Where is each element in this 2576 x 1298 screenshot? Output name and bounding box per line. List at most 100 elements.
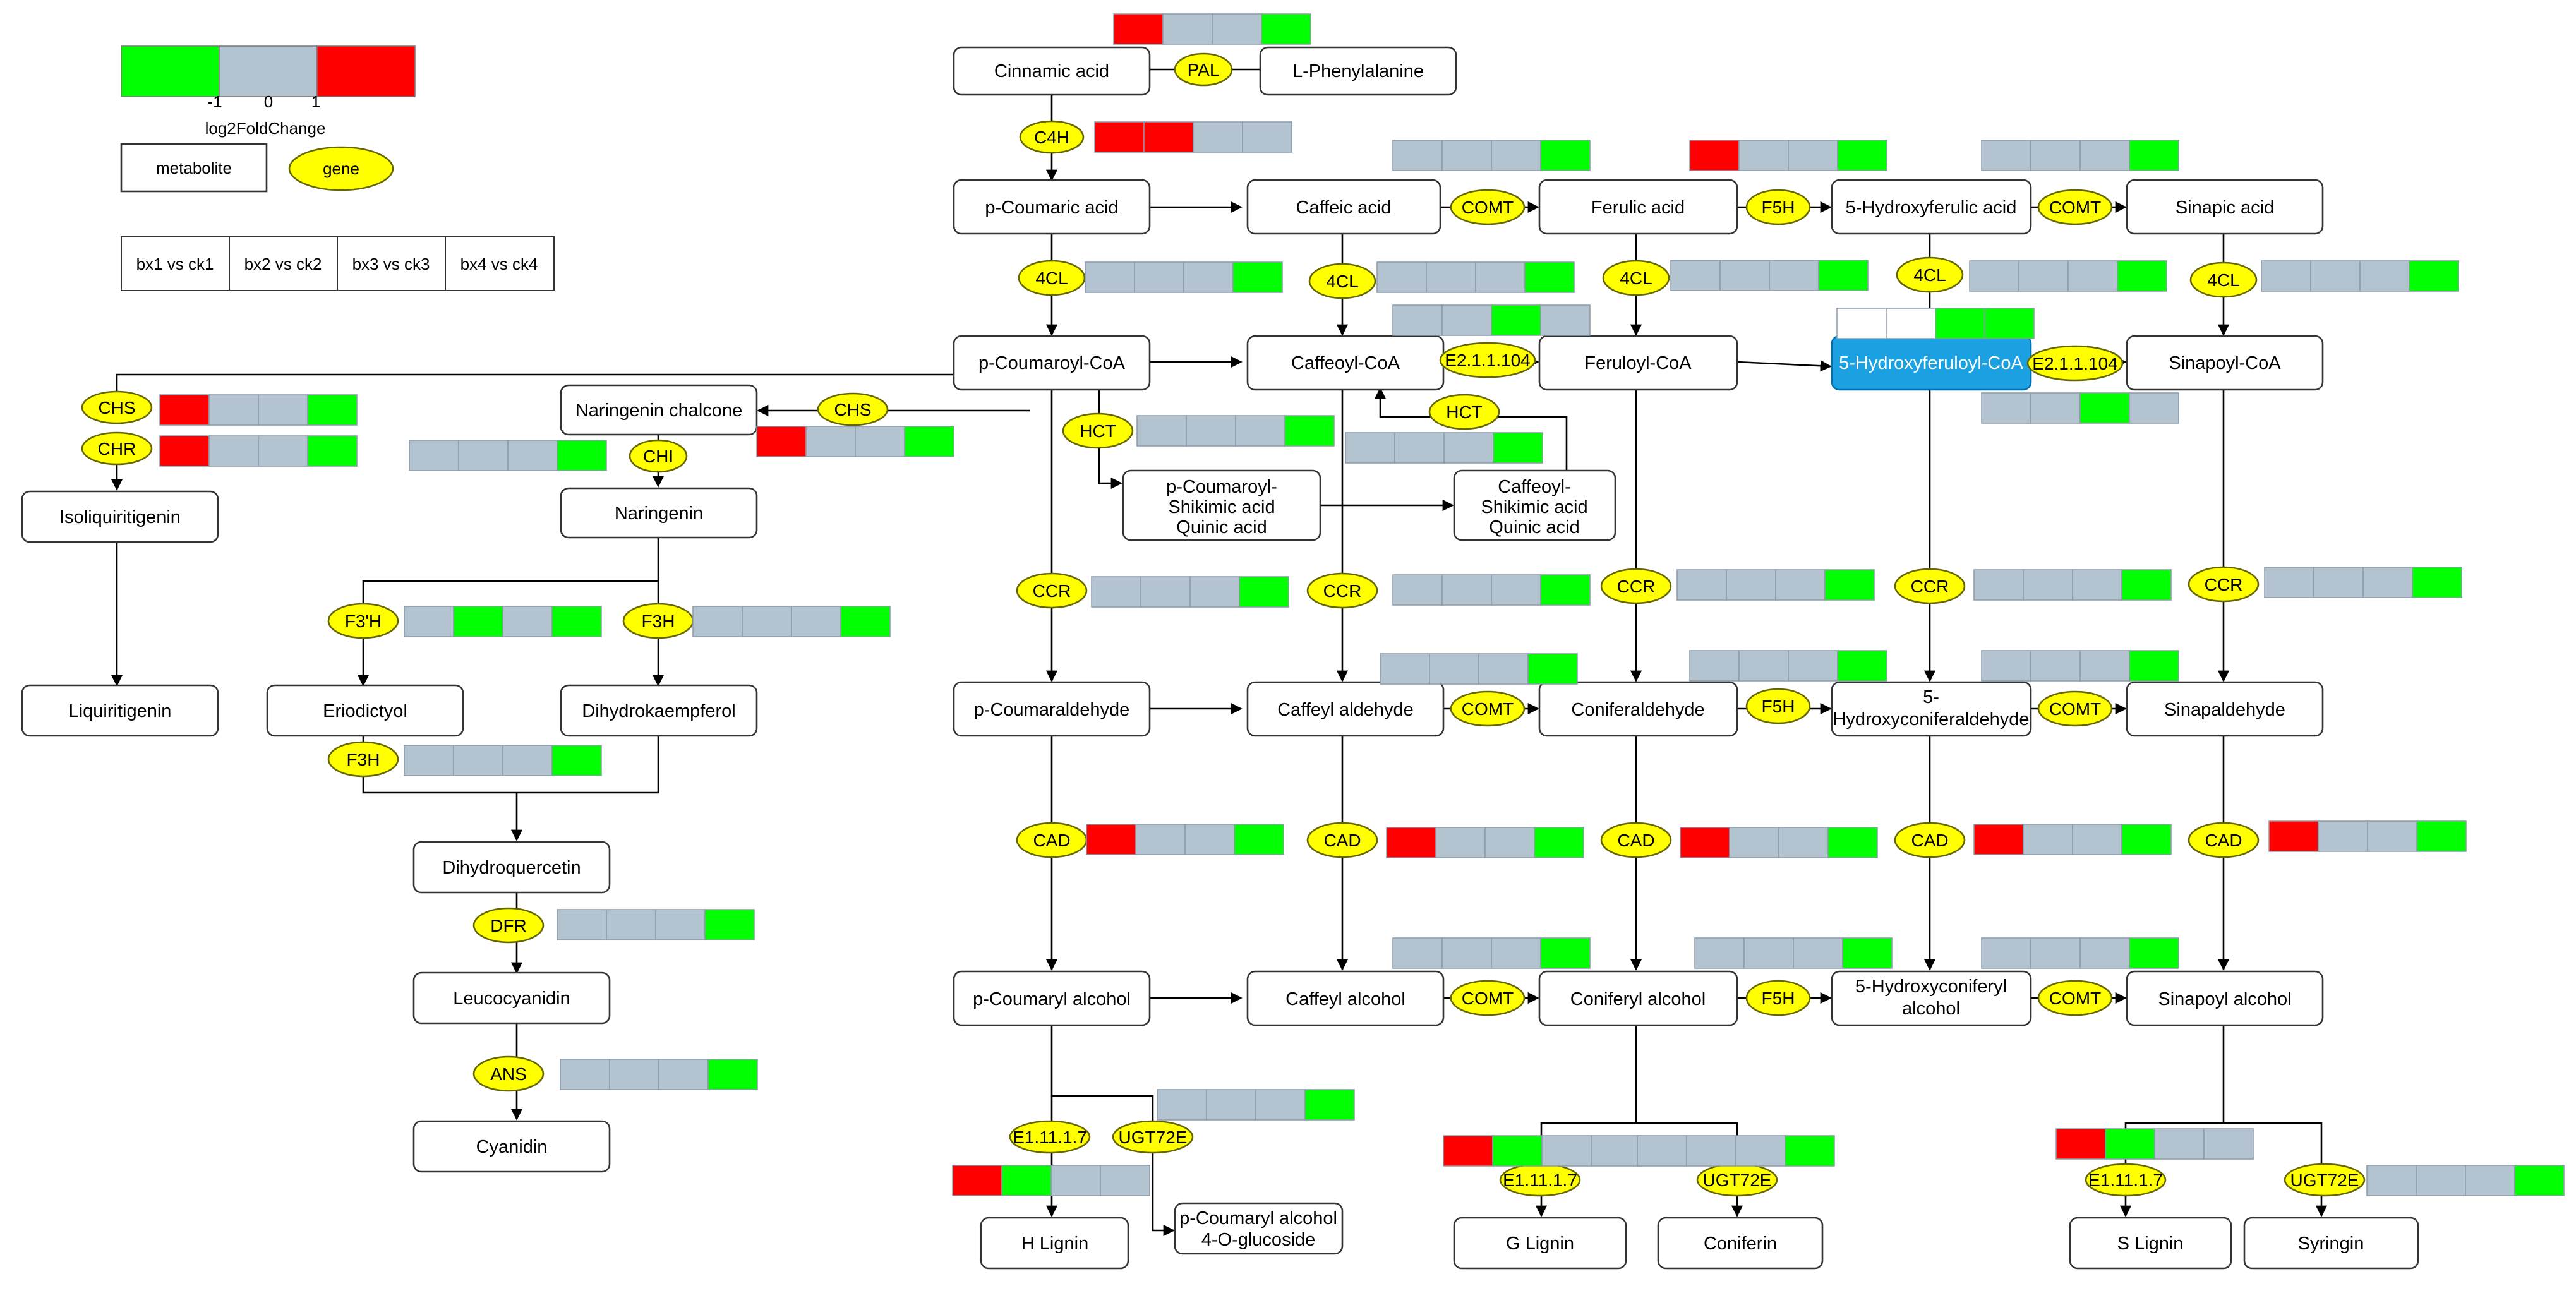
heatmap-cell-hct-2-3 [1443, 432, 1494, 464]
label-hydroxyferulic-acid: 5-Hydroxyferulic acid [1846, 198, 2017, 218]
heatmap-chi [409, 440, 607, 471]
gene-cad-3-label: CAD [1617, 831, 1654, 850]
gene-cad-2: CAD [1306, 822, 1378, 858]
heatmap-cell-cad-3-3 [1778, 827, 1829, 858]
gene-comt-ald-2: COMT [2037, 690, 2113, 727]
heatmap-cell-hct-1-1 [1136, 415, 1187, 447]
heatmap-cell-e1-s-2 [2105, 1128, 2155, 1160]
genes: PAL C4H COMT F5H COMT 4CL 4CL 4CL 4CL 4C… [81, 52, 2366, 1197]
legend-scale-neutral [219, 45, 318, 97]
heatmap-cell-e2-3-3 [2079, 392, 2130, 424]
gene-4cl-5-label: 4CL [2207, 270, 2239, 290]
heatmap-f3h-2 [404, 745, 602, 776]
gene-f5h-ald: F5H [1745, 688, 1811, 724]
heatmap-cell-ans-4 [707, 1059, 758, 1090]
heatmap-cell-e1-h-3 [1050, 1165, 1101, 1196]
heatmap-cell-comt-ald-2-1 [1981, 650, 2031, 682]
heatmap-cell-4cl-4-3 [2067, 260, 2118, 292]
heatmap-cad-2 [1386, 827, 1584, 858]
label-p-coumaryl-alcohol: p-Coumaryl alcohol [973, 989, 1131, 1009]
node-syringin [2243, 1217, 2419, 1270]
heatmap-cell-f3h-2-4 [551, 745, 602, 776]
legend-tick-pos: 1 [311, 92, 320, 111]
gene-ccr-1: CCR [1016, 572, 1088, 609]
heatmap-cell-cad-2-4 [1534, 827, 1584, 858]
heatmap-cell-4cl-2-4 [1524, 261, 1575, 293]
node-feruloyl-coa [1538, 335, 1738, 391]
gene-f3ph-label: F3'H [345, 611, 382, 631]
gene-f5h-acid: F5H [1745, 189, 1811, 225]
heatmap-cell-ccr-5-3 [2362, 567, 2413, 598]
label-sinapoyl-coa: Sinapoyl-CoA [2169, 353, 2281, 373]
node-caffeyl-alcohol [1246, 970, 1445, 1026]
heatmap-cell-e1-s-3 [2154, 1128, 2205, 1160]
gene-cad-3: CAD [1600, 822, 1672, 858]
heatmap-chs-2 [756, 426, 954, 457]
heatmap-cell-4cl-4-4 [2117, 260, 2167, 292]
gene-chs-1-label: CHS [98, 398, 135, 418]
heatmap-ugt-s [2366, 1165, 2565, 1196]
label-eriodictyol: Eriodictyol [323, 701, 407, 721]
heatmap-ccr-1 [1091, 576, 1289, 608]
node-p-coumaryl-glucoside [1174, 1202, 1344, 1255]
gene-dfr: DFR [472, 907, 545, 944]
node-sinapoyl-coa [2126, 335, 2324, 391]
gene-comt-alc-2: COMT [2037, 980, 2113, 1016]
label-hydroxyconiferyl-alcohol-line2: alcohol [1902, 999, 1960, 1019]
node-cyanidin [412, 1120, 611, 1173]
legend-metabolite-box [120, 143, 268, 193]
legend-tick-zero: 0 [264, 92, 273, 111]
node-s-lignin [2069, 1217, 2232, 1270]
gene-ugt-h-label: UGT72E [1119, 1127, 1188, 1147]
heatmap-cad-4 [1973, 824, 2172, 855]
gene-e2-2: E2.1.1.104 [2026, 345, 2124, 382]
gene-4cl-1: 4CL [1018, 260, 1086, 296]
heatmap-cell-f5h-acid-2 [1738, 140, 1789, 171]
heatmap-cell-comt-alc-1-1 [1392, 937, 1443, 969]
heatmap-cell-hct-2-4 [1493, 432, 1543, 464]
label-ferulic-acid: Ferulic acid [1591, 198, 1685, 218]
heatmap-cell-e2-1-1 [1392, 304, 1443, 336]
node-caffeic-acid [1246, 179, 1441, 235]
heatmap-cell-4cl-3-4 [1818, 260, 1869, 291]
gene-hct-2: HCT [1428, 394, 1500, 430]
gene-ccr-5-label: CCR [2205, 575, 2243, 594]
heatmap-cell-comt-acid-1-1 [1392, 140, 1443, 171]
heatmap-cell-4cl-3-3 [1769, 260, 1819, 291]
heatmap-ccr-3 [1676, 569, 1875, 601]
heatmap-cell-ugt-s-2 [2416, 1165, 2466, 1196]
gene-c4h-label: C4H [1034, 128, 1069, 147]
heatmap-cell-f3h-1-3 [791, 606, 841, 637]
heatmap-cell-ccr-2-2 [1441, 574, 1492, 606]
heatmap-cell-f5h-ald-4 [1837, 650, 1887, 682]
heatmap-cell-comt-ald-1-3 [1478, 653, 1529, 685]
node-dihydrokaempferol [560, 684, 758, 737]
legend-scale-up [316, 45, 416, 97]
heatmap-cell-dfr-1 [557, 909, 607, 940]
gene-e2-1-label: E2.1.1.104 [1445, 351, 1530, 370]
gene-f3h-1: F3H [622, 603, 694, 639]
heatmap-cell-f5h-alc-3 [1793, 937, 1843, 969]
heatmap-cell-comt-alc-1-3 [1491, 937, 1541, 969]
heatmap-cell-ccr-4-2 [2023, 569, 2073, 601]
heatmap-cell-ugt-s-3 [2465, 1165, 2515, 1196]
gene-ccr-3-label: CCR [1617, 577, 1656, 596]
gene-comt-acid-1: COMT [1450, 189, 1526, 225]
heatmap-cell-e2-2-1 [1836, 308, 1887, 339]
gene-ugt-s: UGT72E [2284, 1163, 2366, 1197]
heatmap-cell-c4h-2 [1143, 121, 1194, 153]
heatmap-f5h-alc [1694, 937, 1893, 969]
heatmap-cell-4cl-5-4 [2409, 260, 2459, 292]
heatmap-cell-comt-ald-2-3 [2079, 650, 2130, 682]
label-isoliquiritigenin: Isoliquiritigenin [59, 507, 181, 527]
node-naringenin-chalcone [560, 384, 758, 436]
heatmap-cell-ugt-g-4 [1785, 1135, 1835, 1167]
heatmap-cell-e1-g-1 [1443, 1135, 1493, 1167]
heatmap-cell-hct-2-2 [1394, 432, 1445, 464]
heatmap-cell-f5h-alc-4 [1842, 937, 1893, 969]
gene-ccr-4-label: CCR [1911, 577, 1949, 596]
heatmap-comt-ald-2 [1981, 650, 2179, 682]
gene-comt-alc-2-label: COMT [2049, 989, 2101, 1008]
heatmap-hct-2 [1345, 432, 1543, 464]
heatmap-cell-hct-1-3 [1235, 415, 1285, 447]
